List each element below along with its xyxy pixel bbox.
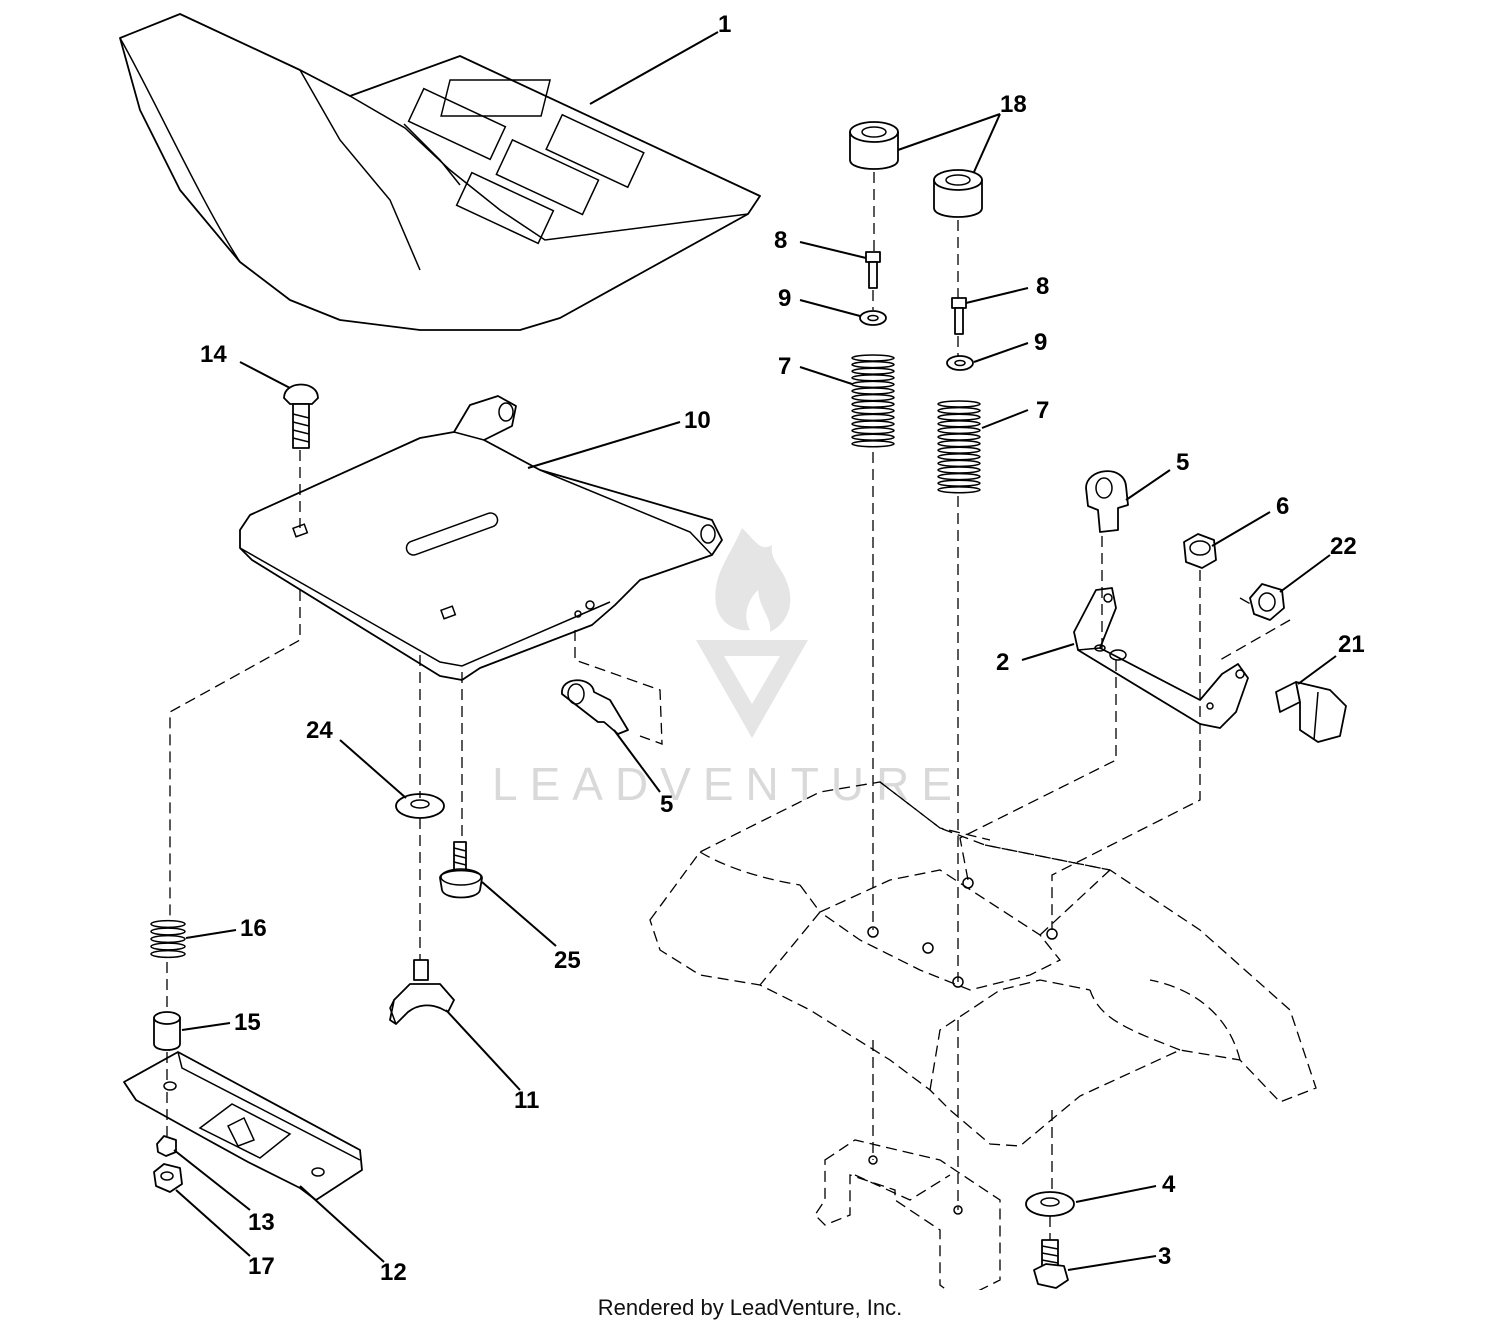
compression-spring — [150, 919, 186, 959]
watermark-text: LEADVENTURE — [492, 758, 964, 810]
callout-16: 16 — [240, 915, 267, 942]
carriage-bolt — [283, 383, 319, 449]
spring-coil — [150, 934, 186, 944]
bolt-bottom — [1033, 1239, 1069, 1289]
spring-coil — [851, 393, 895, 402]
callout-25: 25 — [554, 947, 581, 974]
clip-upper — [1085, 470, 1129, 533]
callout-3: 3 — [1158, 1243, 1171, 1270]
spring-left — [851, 354, 895, 448]
callout-8-right: 8 — [1036, 273, 1049, 300]
spring-coil — [937, 400, 981, 408]
screw-small — [156, 1135, 177, 1157]
spring-coil — [150, 942, 186, 951]
spring-coil — [937, 466, 981, 474]
footer-credit: Rendered by LeadVenture, Inc. — [597, 1295, 903, 1320]
seat — [119, 13, 761, 331]
callout-15: 15 — [234, 1009, 261, 1036]
spring-coil — [937, 413, 981, 421]
screw-left — [865, 251, 881, 289]
callout-2: 2 — [996, 649, 1009, 676]
spring-coil — [937, 453, 981, 461]
spring-coil — [937, 446, 981, 454]
spring-right — [937, 400, 981, 494]
spring-coil — [851, 426, 895, 435]
spring-coil — [851, 360, 895, 369]
spring-coil — [150, 919, 186, 929]
callout-11: 11 — [514, 1087, 539, 1114]
spring-coil — [851, 433, 895, 441]
callout-9-left: 9 — [778, 285, 791, 312]
watermark-logo — [696, 528, 808, 738]
callout-24: 24 — [306, 717, 333, 744]
spring-coil — [937, 420, 981, 428]
spring-coil — [150, 949, 186, 959]
leader-lines — [173, 31, 1337, 1271]
spacer-left — [849, 121, 899, 170]
spring-coil — [851, 420, 895, 428]
callout-7-right: 7 — [1036, 397, 1049, 424]
callout-9-right: 9 — [1034, 329, 1047, 356]
screw-right — [951, 297, 967, 335]
callout-6: 6 — [1276, 493, 1289, 520]
callouts: 1 18 8 8 9 9 7 7 14 10 5 6 22 2 21 24 5 … — [200, 11, 1365, 1286]
assembly-lines — [166, 172, 1291, 1240]
spring-coil — [937, 433, 981, 441]
spring-coil — [937, 486, 981, 494]
hex-bolt — [1275, 681, 1347, 743]
spring-coil — [937, 479, 981, 487]
shoulder-bolt — [439, 841, 483, 899]
spring-coil — [937, 426, 981, 435]
bracket — [1073, 587, 1249, 729]
callout-14: 14 — [200, 341, 227, 368]
callout-12: 12 — [380, 1259, 407, 1286]
lock-nut — [153, 1163, 183, 1193]
nut — [1183, 533, 1217, 569]
flange-nut — [1249, 583, 1285, 621]
spring-coil — [851, 367, 895, 375]
spring-coil — [937, 459, 981, 468]
seat-pan — [239, 395, 723, 681]
clip-lower — [561, 679, 629, 735]
spring-coil — [851, 354, 895, 362]
spring-coil — [150, 927, 186, 936]
parts-diagram: LEADVENTURE — [119, 11, 1365, 1290]
washer-left — [859, 310, 887, 326]
washer-bottom — [1025, 1191, 1075, 1217]
spring-coil — [937, 406, 981, 415]
callout-21: 21 — [1338, 631, 1365, 658]
bushing — [153, 1011, 181, 1051]
callout-5-upper: 5 — [1176, 449, 1189, 476]
callout-1: 1 — [718, 11, 731, 38]
spring-coil — [937, 439, 981, 448]
lower-mount — [814, 1139, 1001, 1290]
callout-8-left: 8 — [774, 227, 787, 254]
callout-4: 4 — [1162, 1171, 1176, 1198]
spring-coil — [851, 440, 895, 448]
spring-coil — [937, 472, 981, 481]
callout-22: 22 — [1330, 533, 1357, 560]
spring-coil — [851, 400, 895, 408]
spring-coil — [851, 374, 895, 382]
spring-coil — [851, 387, 895, 395]
callout-7-left: 7 — [778, 353, 791, 380]
callout-13: 13 — [248, 1209, 275, 1236]
callout-17: 17 — [248, 1253, 275, 1280]
adjustment-knob — [389, 959, 455, 1025]
spring-coil — [851, 407, 895, 415]
mower-frame — [649, 781, 1317, 1147]
callout-5-lower: 5 — [660, 791, 673, 818]
spring-coil — [851, 380, 895, 389]
spacer-right — [933, 169, 983, 218]
callout-10: 10 — [684, 407, 711, 434]
callout-18: 18 — [1000, 91, 1027, 118]
washer-right — [946, 355, 974, 371]
spring-coil — [851, 413, 895, 422]
